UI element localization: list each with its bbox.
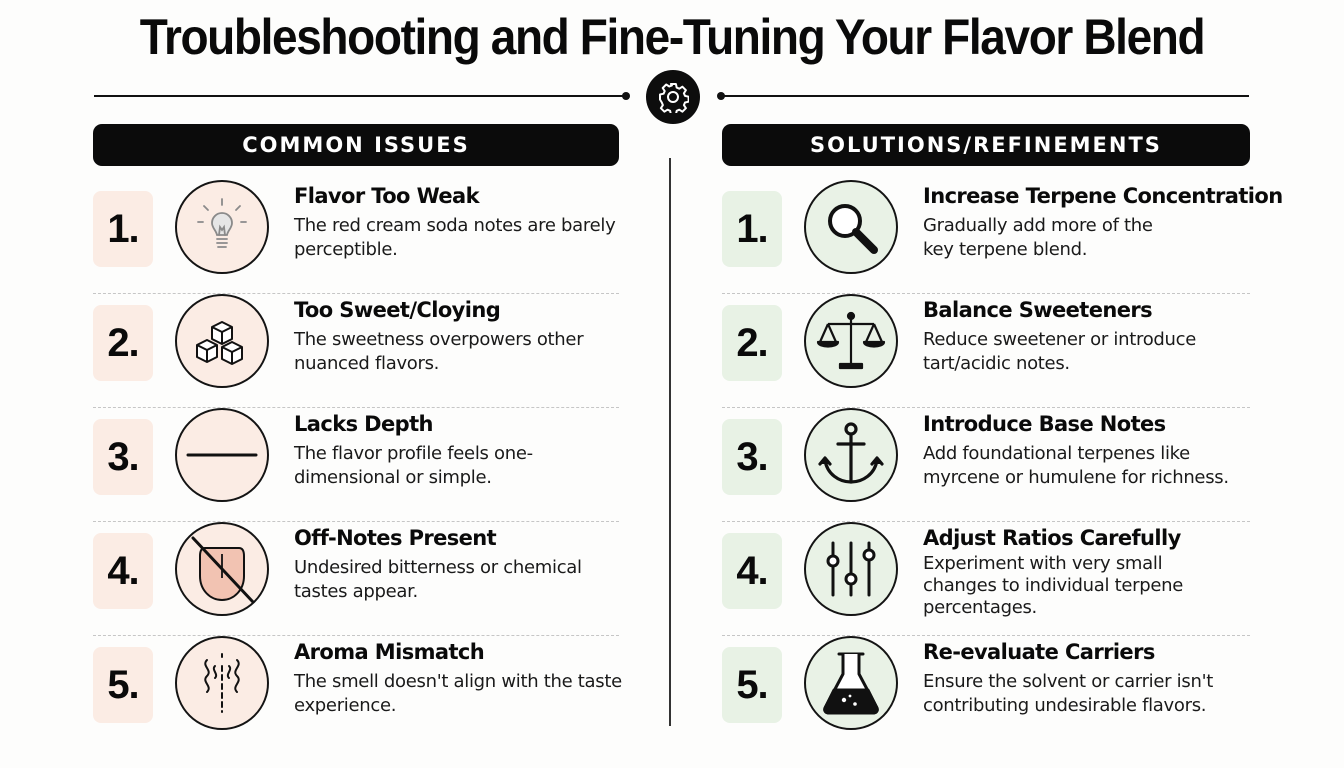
- solution-heading: Increase Terpene Concentration: [923, 184, 1283, 208]
- solution-number: 1.: [722, 191, 782, 267]
- title-rule-right-dot: [717, 92, 725, 100]
- issue-number: 5.: [93, 647, 153, 723]
- solution-heading: Balance Sweeteners: [923, 298, 1153, 322]
- solution-number: 4.: [722, 533, 782, 609]
- common-issues-column: COMMON ISSUES 1.: [93, 124, 622, 749]
- solution-row: 3. Introduce Base Notes Add foundational…: [722, 408, 1250, 522]
- issue-description: The sweetness overpowers other nuanced f…: [294, 329, 584, 374]
- solution-row: 1. Increase Terpene Concentration Gradua…: [722, 180, 1283, 294]
- issue-heading: Aroma Mismatch: [294, 640, 485, 664]
- issue-heading: Off-Notes Present: [294, 526, 497, 550]
- issue-number: 4.: [93, 533, 153, 609]
- issue-heading: Too Sweet/Cloying: [294, 298, 501, 322]
- issue-row: 2. Too Sweet/Cloying The sweetness overp…: [93, 294, 619, 408]
- issue-heading: Lacks Depth: [294, 412, 433, 436]
- title-rule-right: [720, 95, 1249, 97]
- solution-description: Reduce sweetener or introduce tart/acidi…: [923, 329, 1197, 374]
- solutions-header: SOLUTIONS/REFINEMENTS: [722, 124, 1250, 166]
- issue-row: 1.: [93, 180, 619, 294]
- solution-row: 5. Re-evaluate Carriers Ensure the solve…: [722, 636, 1250, 749]
- flask-icon: [804, 636, 898, 730]
- solution-heading: Adjust Ratios Carefully: [923, 526, 1181, 550]
- no-taste-tongue-icon: [175, 522, 269, 616]
- solution-description: Experiment with very small changes to in…: [923, 553, 1184, 618]
- solution-row: 2. Balance Sweeteners: [722, 294, 1250, 408]
- sliders-icon: [804, 522, 898, 616]
- solution-number: 3.: [722, 419, 782, 495]
- solution-number: 2.: [722, 305, 782, 381]
- common-issues-header: COMMON ISSUES: [93, 124, 619, 166]
- solution-description: Gradually add more of the key terpene bl…: [923, 215, 1153, 260]
- issue-row: 5. Aroma Mismatch The smell doesn't alig…: [93, 636, 622, 749]
- issue-row: 4. Off-Notes Present Undesired bitternes…: [93, 522, 619, 636]
- aroma-wisps-icon: [175, 636, 269, 730]
- issue-description: Undesired bitterness or chemical tastes …: [294, 557, 582, 602]
- issue-number: 2.: [93, 305, 153, 381]
- title-rule-left: [94, 95, 626, 97]
- solution-description: Add foundational terpenes like myrcene o…: [923, 443, 1229, 488]
- title-rule-left-dot: [622, 92, 630, 100]
- solution-heading: Re-evaluate Carriers: [923, 640, 1155, 664]
- page-title: Troubleshooting and Fine-Tuning Your Fla…: [139, 9, 1206, 65]
- solution-number: 5.: [722, 647, 782, 723]
- sugar-cubes-icon: [175, 294, 269, 388]
- magnifying-glass-icon: [804, 180, 898, 274]
- issue-number: 3.: [93, 419, 153, 495]
- issue-row: 3. Lacks Depth The flavor profile feels …: [93, 408, 619, 522]
- solution-description: Ensure the solvent or carrier isn't cont…: [923, 671, 1213, 716]
- issue-description: The flavor profile feels one-dimensional…: [294, 443, 533, 488]
- balance-scale-icon: [804, 294, 898, 388]
- issue-number: 1.: [93, 191, 153, 267]
- gear-icon: [646, 70, 700, 124]
- solution-row: 4. Adjust Ratios Carefully Experiment wi…: [722, 522, 1250, 636]
- solutions-column: SOLUTIONS/REFINEMENTS 1. Increase Terpen…: [722, 124, 1283, 749]
- issue-description: The smell doesn't align with the taste e…: [294, 671, 622, 716]
- solution-heading: Introduce Base Notes: [923, 412, 1166, 436]
- flat-line-icon: [175, 408, 269, 502]
- column-divider: [669, 158, 671, 726]
- lightbulb-icon: [175, 180, 269, 274]
- issue-description: The red cream soda notes are barely perc…: [294, 215, 616, 260]
- issue-heading: Flavor Too Weak: [294, 184, 480, 208]
- anchor-icon: [804, 408, 898, 502]
